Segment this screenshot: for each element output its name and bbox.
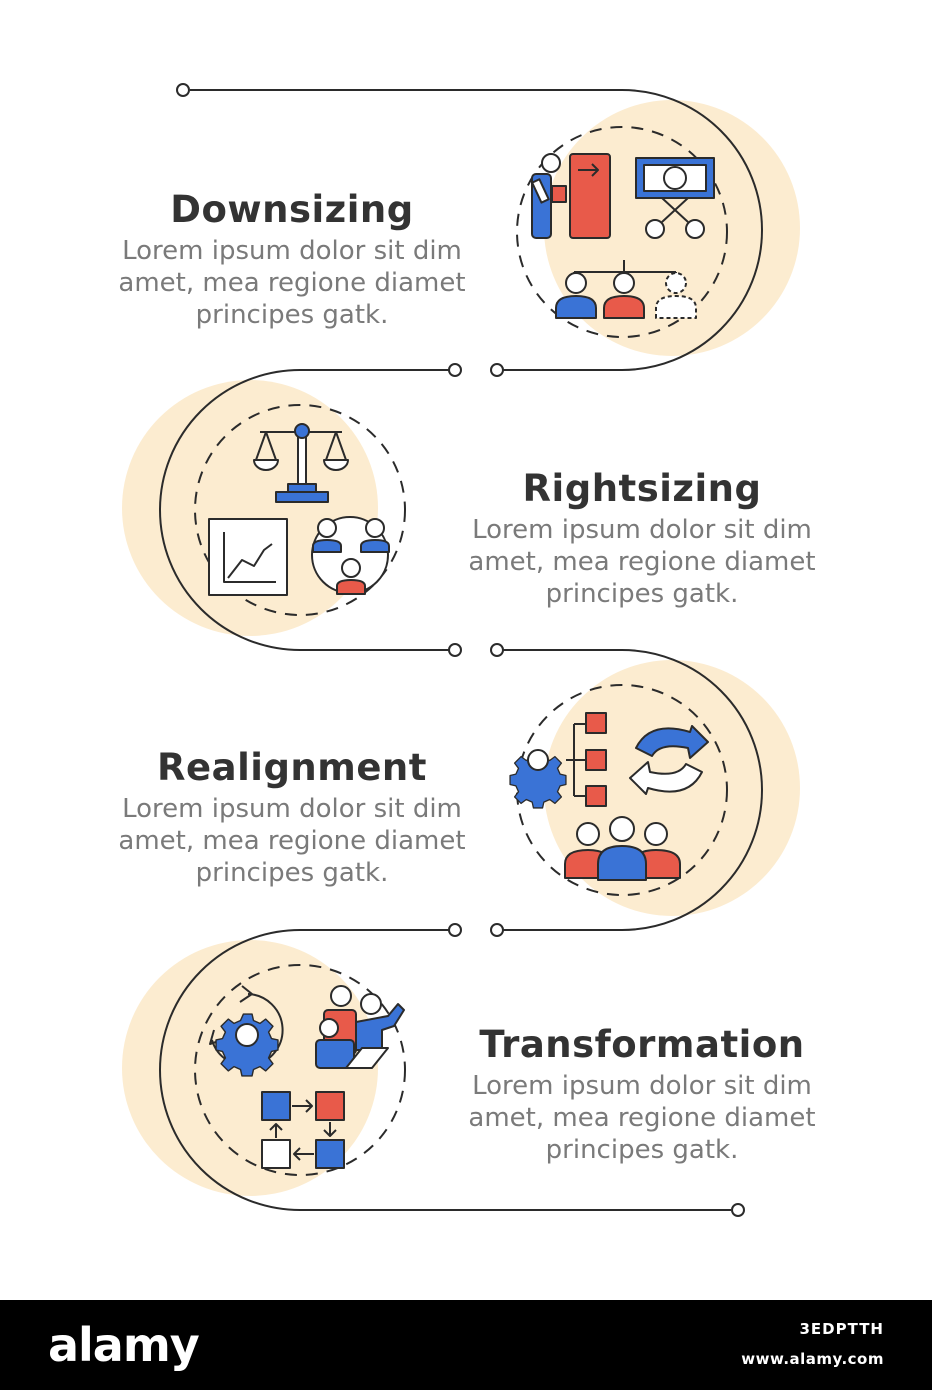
node: [448, 363, 462, 377]
step-2-ring: [194, 404, 406, 616]
step-1-line-1: Lorem ipsum dolor sit dim: [122, 235, 462, 266]
node: [448, 923, 462, 937]
stock-url: www.alamy.com: [741, 1350, 884, 1368]
step-3-text: Realignment Lorem ipsum dolor sit dim am…: [102, 746, 482, 889]
step-2-blob: [122, 380, 378, 636]
watermark-footer: alamy 3EDPTTH www.alamy.com: [0, 1300, 932, 1390]
stock-id: 3EDPTTH: [799, 1320, 884, 1338]
step-4-ring: [194, 964, 406, 1176]
step-4-line-1: Lorem ipsum dolor sit dim: [472, 1070, 812, 1101]
node: [490, 923, 504, 937]
step-4-text: Transformation Lorem ipsum dolor sit dim…: [452, 1023, 832, 1166]
step-2-line-3: principes gatk.: [545, 578, 739, 609]
step-1-text: Downsizing Lorem ipsum dolor sit dim ame…: [102, 188, 482, 331]
node: [490, 643, 504, 657]
node: [490, 363, 504, 377]
node: [448, 643, 462, 657]
step-2-title: Rightsizing: [522, 467, 762, 510]
downsizing-icon: [531, 153, 715, 319]
step-1-line-2: amet, mea regione diamet: [118, 267, 466, 298]
realignment-icon: [509, 712, 709, 881]
brand-logo: alamy: [48, 1318, 200, 1372]
connector-nodes: [176, 83, 745, 1217]
end-node: [731, 1203, 745, 1217]
step-3-line-2: amet, mea regione diamet: [118, 825, 466, 856]
step-1-line-3: principes gatk.: [195, 299, 389, 330]
flow-diagram: [122, 83, 800, 1217]
step-2-line-1: Lorem ipsum dolor sit dim: [472, 514, 812, 545]
step-3-line-1: Lorem ipsum dolor sit dim: [122, 793, 462, 824]
step-4-line-3: principes gatk.: [545, 1134, 739, 1165]
step-4-title: Transformation: [479, 1023, 805, 1066]
step-2-line-2: amet, mea regione diamet: [468, 546, 816, 577]
step-2-text: Rightsizing Lorem ipsum dolor sit dim am…: [452, 467, 832, 610]
rightsizing-icon: [208, 423, 390, 596]
step-3-title: Realignment: [157, 746, 427, 789]
step-1-ring: [516, 126, 728, 338]
transformation-icon: [209, 985, 405, 1169]
step-4-line-2: amet, mea regione diamet: [468, 1102, 816, 1133]
infographic: Downsizing Lorem ipsum dolor sit dim ame…: [102, 83, 832, 1217]
step-3-line-3: principes gatk.: [195, 857, 389, 888]
connector-line: [159, 89, 763, 1211]
step-1-title: Downsizing: [170, 188, 414, 231]
start-node: [176, 83, 190, 97]
step-3-ring: [516, 684, 728, 896]
